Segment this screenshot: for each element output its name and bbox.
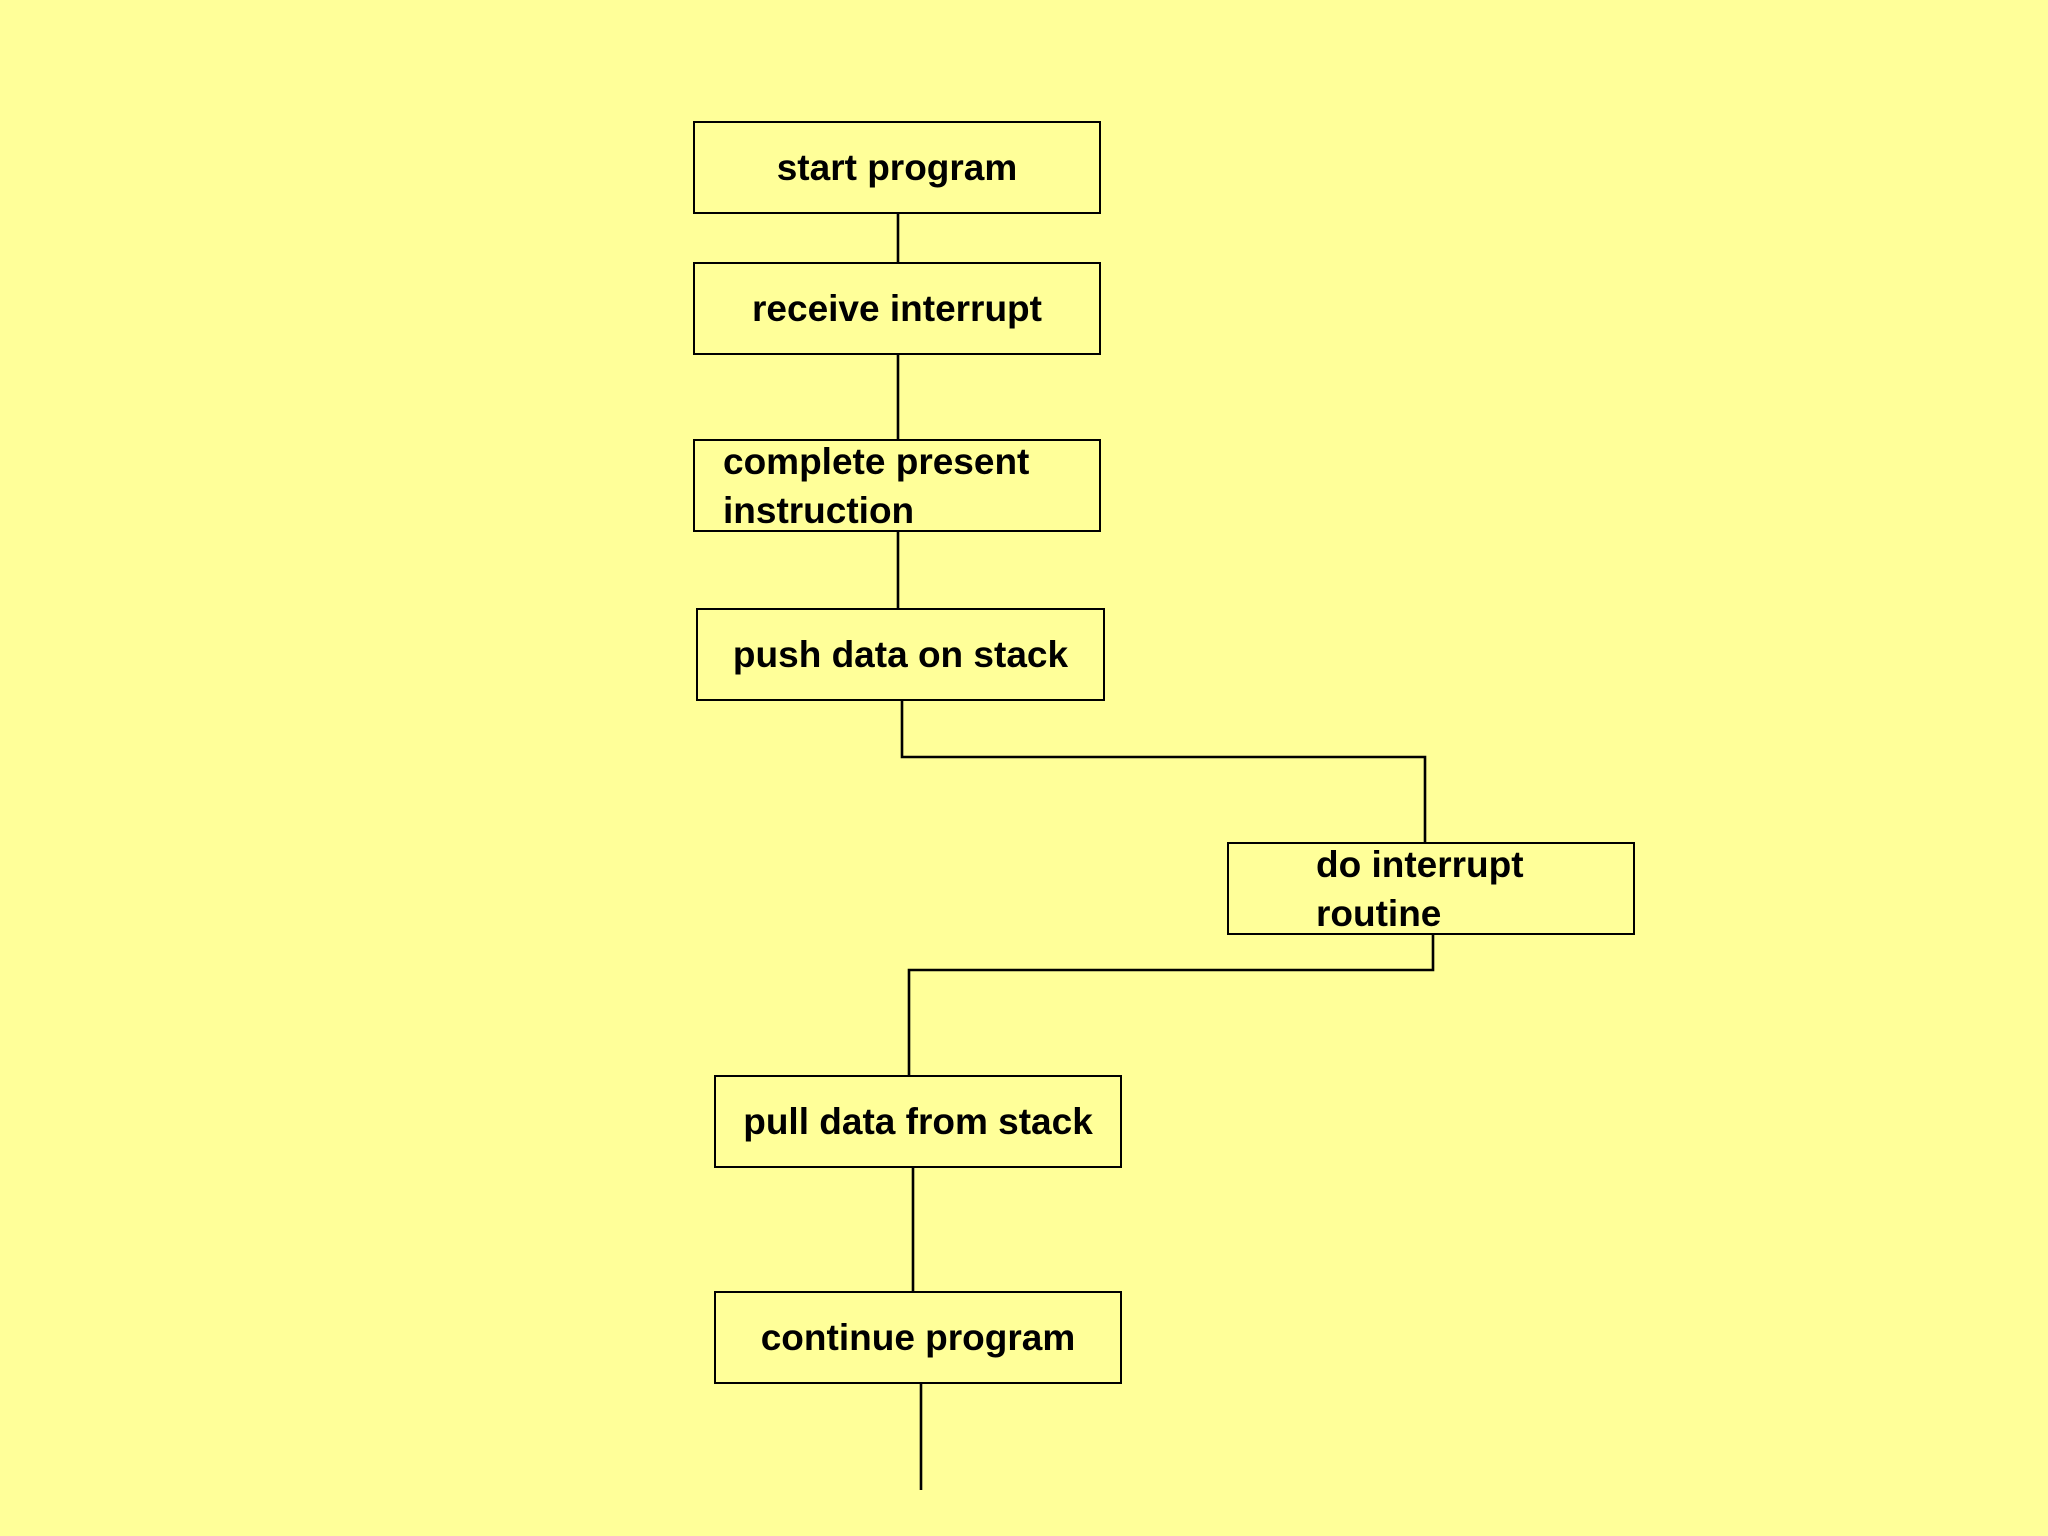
step-do-interrupt-routine: do interrupt routine [1227,842,1635,935]
step-start-program: start program [693,121,1101,214]
step-pull-data-from-stack: pull data from stack [714,1075,1122,1168]
step-push-data-on-stack: push data on stack [696,608,1105,701]
step-complete-present-instruction: complete present instruction [693,439,1101,532]
step-continue-program: continue program [714,1291,1122,1384]
connector-routine-pull [907,934,1435,1076]
step-receive-interrupt: receive interrupt [693,262,1101,355]
connector-push-routine [900,700,1427,843]
